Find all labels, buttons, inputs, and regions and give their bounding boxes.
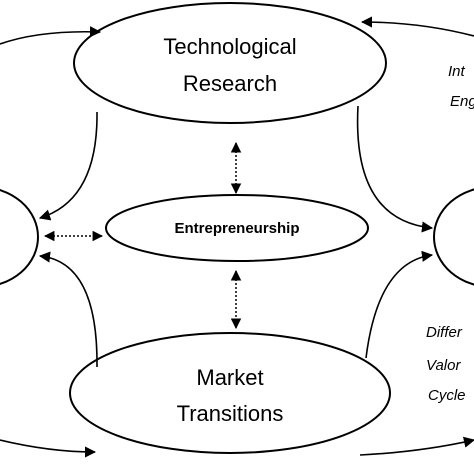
arrow-left-to-tech-top (0, 26, 102, 45)
market-transitions-node (69, 332, 391, 454)
arrow-left-bottom-line (0, 439, 97, 458)
right-node (433, 188, 474, 286)
entrepreneurship-node (105, 194, 369, 262)
entrepreneurship-label: Entrepreneurship (174, 220, 299, 237)
arrow-tech-to-right (356, 105, 434, 233)
arrow-right-to-tech-top (360, 16, 474, 37)
bottom-right-label-line1: Differ (426, 324, 463, 341)
technological-research-node (73, 2, 387, 124)
arrow-right-bottom-line (359, 436, 474, 456)
technological-research-label-line2: Research (183, 71, 277, 96)
market-transitions-label-line1: Market (196, 365, 263, 390)
bottom-right-label-line2: Valor (426, 357, 461, 374)
technological-research-label-line1: Technological (163, 34, 296, 59)
bottom-right-label-line3: Cycle (428, 387, 466, 404)
arrow-market-to-left (38, 251, 98, 368)
top-right-label-line1: Int (448, 63, 466, 80)
top-right-label-line2: Eng (450, 93, 474, 110)
market-transitions-label-line2: Transitions (177, 401, 284, 426)
arrow-market-to-right (365, 250, 434, 359)
arrow-tech-to-left (38, 111, 98, 221)
left-node (0, 189, 39, 285)
